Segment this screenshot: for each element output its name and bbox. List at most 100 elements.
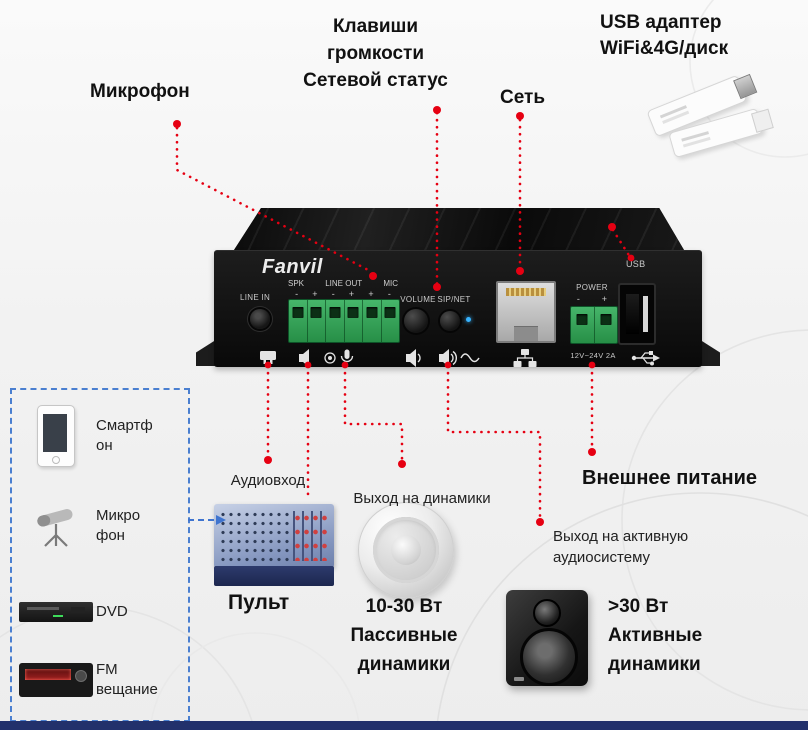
source-row-smartphone: Смартф он <box>16 400 184 472</box>
fanvil-device: Fanvil LINE IN SPK LINE OUT MIC - + - + … <box>196 206 720 368</box>
brand-logo: Fanvil <box>262 256 323 278</box>
label-volume-line3: Сетевой статус <box>303 70 448 91</box>
label-usb-adapter-line2: WiFi&4G/диск <box>600 38 729 59</box>
label-active-output-line1: Выход на активную <box>553 528 689 545</box>
terminal-pin <box>289 300 307 342</box>
wave-icon <box>460 353 480 363</box>
usb-dongle-logo <box>681 131 709 142</box>
network-icon <box>513 349 537 367</box>
panel-icon-row <box>260 349 660 367</box>
mic-label: MIC <box>383 279 398 288</box>
terminal-polarity-row: - + - + + - <box>288 289 398 299</box>
label-usb-adapter: USB адаптер WiFi&4G/диск <box>600 10 728 62</box>
footer-bar <box>0 721 808 730</box>
line-in-label: LINE IN <box>240 293 271 302</box>
label-active-line3: динамики <box>608 654 701 675</box>
mic-source-label: Микро фон <box>96 506 184 546</box>
label-speaker-output: Выход на динамики <box>353 490 491 507</box>
label-volume-line1: Клавиши <box>332 16 419 37</box>
smartphone-icon <box>37 405 75 467</box>
speaker-woofer <box>520 628 578 686</box>
usb-port <box>618 283 656 345</box>
polarity-sign: + <box>368 289 374 299</box>
ethernet-port <box>496 281 556 343</box>
status-led <box>466 317 471 322</box>
terminal-pin <box>593 307 618 343</box>
terminal-pin <box>571 307 594 343</box>
polarity-sign: + <box>601 294 608 304</box>
smartphone-label: Смартф он <box>96 416 184 456</box>
mixer-knobs <box>219 510 289 562</box>
record-icon <box>324 352 336 364</box>
polarity-sign: - <box>331 289 335 299</box>
speaker-lineout-mic-terminal <box>288 299 400 343</box>
ceiling-speaker-dome <box>391 535 421 565</box>
dvd-label: DVD <box>96 602 184 622</box>
label-audio-input: Аудиовход <box>230 472 306 489</box>
label-active-speakers: >30 Вт Активные динамики <box>608 592 702 679</box>
terminal-pin <box>306 300 326 342</box>
terminal-pin <box>380 300 400 342</box>
dvd-player-icon <box>19 602 93 622</box>
mic-source-label-line1: Микро <box>96 507 141 524</box>
smartphone-label-line2: он <box>96 437 113 454</box>
usb-trident-icon <box>631 351 660 366</box>
label-passive-line2: Пассивные <box>350 625 458 646</box>
speaker-icon <box>299 349 309 367</box>
mixer-deck <box>214 504 334 568</box>
label-network: Сеть <box>500 87 546 108</box>
speaker-loud-icon <box>439 349 457 367</box>
polarity-sign: + <box>348 289 355 299</box>
source-row-microphone: Микро фон <box>16 490 184 562</box>
active-speaker-icon <box>506 590 588 686</box>
source-row-dvd: DVD <box>16 582 184 642</box>
fm-label: FM вещание <box>96 660 184 700</box>
terminal-pin <box>362 300 381 342</box>
polarity-sign: + <box>312 289 318 299</box>
label-passive-speakers: 10-30 Вт Пассивные динамики <box>330 592 478 679</box>
label-external-power: Внешнее питание <box>582 467 757 489</box>
speaker-badge <box>514 677 524 681</box>
label-microphone: Микрофон <box>90 81 190 102</box>
ceiling-speaker-icon <box>358 502 454 598</box>
power-polarity-row: - + <box>566 294 618 304</box>
mic-source-label-line2: фон <box>96 527 125 544</box>
spk-label: SPK <box>288 279 305 288</box>
mixing-console-icon <box>214 504 334 588</box>
usb-label: USB <box>626 259 646 269</box>
power-terminal <box>570 306 618 344</box>
label-passive-line1: 10-30 Вт <box>365 596 443 617</box>
volume-label: VOLUME <box>400 295 436 304</box>
mixer-front <box>214 566 334 586</box>
line-out-label: LINE OUT <box>325 279 363 288</box>
power-label: POWER <box>576 283 608 292</box>
device-front-panel: Fanvil LINE IN SPK LINE OUT MIC - + - + … <box>214 250 702 367</box>
polarity-sign: - <box>387 289 391 299</box>
terminal-group-labels: SPK LINE OUT MIC <box>288 279 398 288</box>
dvd-label-line1: DVD <box>96 603 128 620</box>
audio-sources-box: Смартф он Микро фон DV <box>10 388 190 722</box>
desk-microphone-icon <box>37 509 73 547</box>
terminal-pin <box>343 300 363 342</box>
microphone-icon <box>340 349 354 367</box>
label-active-output-line2: аудиосистему <box>553 549 651 566</box>
fm-label-line2: вещание <box>96 681 158 698</box>
speaker-tweeter <box>533 599 561 627</box>
volume-knob <box>404 309 428 333</box>
smartphone-label-line1: Смартф <box>96 417 153 434</box>
sip-net-button <box>440 311 460 331</box>
label-active-output: Выход на активную аудиосистему <box>553 526 688 568</box>
sip-net-label: SIP/NET <box>437 295 471 304</box>
polarity-sign: - <box>295 289 299 299</box>
mixer-sliders <box>293 511 329 561</box>
label-usb-adapter-line1: USB адаптер <box>600 12 722 33</box>
label-active-line2: Активные <box>608 625 703 646</box>
speaker-low-icon <box>406 349 421 367</box>
label-volume-network-status: Клавиши громкости Сетевой статус <box>283 13 468 94</box>
line-in-jack <box>250 309 270 329</box>
usb-dongle-logo <box>659 105 687 119</box>
label-console: Пульт <box>228 591 290 614</box>
line-in-icon <box>260 351 276 364</box>
fm-label-line1: FM <box>96 661 118 678</box>
